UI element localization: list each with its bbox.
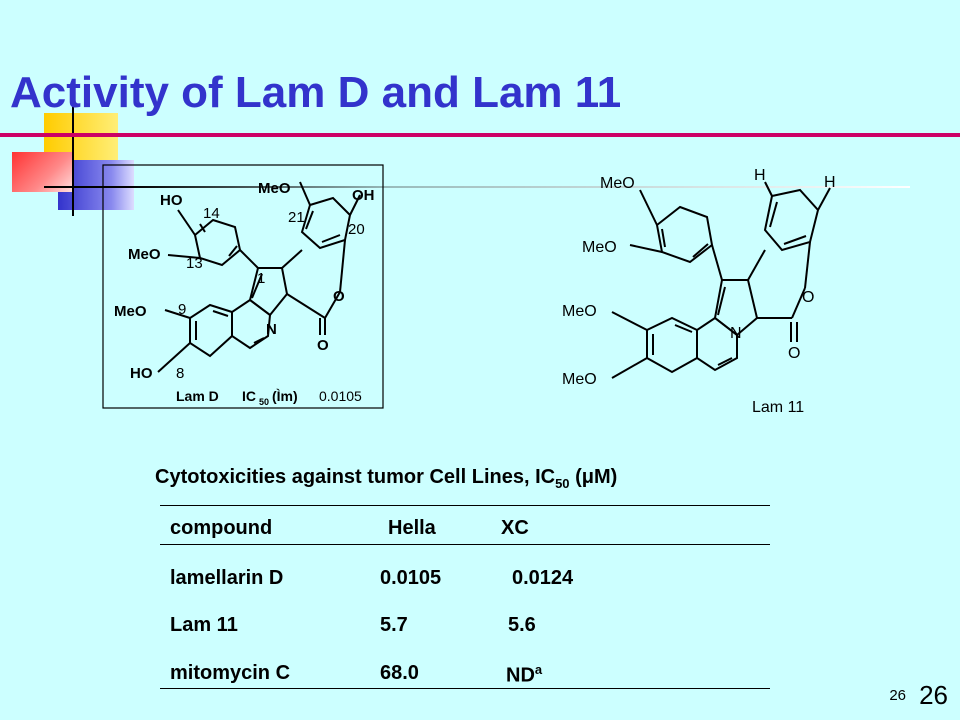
lamD-meo-top: MeO [258, 180, 291, 197]
lam11-label: Lam 11 [752, 399, 804, 416]
table-row-3-xc: NDa [506, 662, 542, 688]
deco-vertical-line [72, 98, 74, 216]
table-row-3-hella: 68.0 [380, 662, 419, 684]
lam11-n: N [730, 325, 742, 342]
lam11-h-a: H [754, 167, 766, 184]
table-caption: Cytotoxicities against tumor Cell Lines,… [155, 466, 617, 491]
page-number-small: 26 [889, 687, 906, 704]
lam11-benzo-ring [646, 316, 698, 374]
lamD-ic50-unit: (Ìm) [272, 388, 298, 404]
table-rule-bottom [160, 688, 770, 689]
lam11-pyrrole [713, 279, 759, 337]
lam11-meo-c: MeO [562, 303, 597, 320]
lam11-ring-o: O [802, 289, 814, 306]
slide-title: Activity of Lam D and Lam 11 [10, 68, 622, 117]
deco-square-red [12, 152, 72, 192]
lamD-ic50-sub: 50 [259, 397, 269, 407]
lamD-carbonyl-o: O [317, 337, 329, 354]
lamD-num-13: 13 [186, 255, 203, 272]
deco-horizontal-line [44, 186, 910, 188]
lamD-num-9: 9 [178, 301, 186, 318]
table-rule-header [160, 544, 770, 545]
lam11-aryl-ring [655, 205, 714, 264]
lam11-meo-b: MeO [582, 239, 617, 256]
lamD-num-14: 14 [203, 205, 220, 222]
lamD-num-21: 21 [288, 209, 305, 226]
table-header-hella: Hella [388, 517, 436, 539]
lamD-ho-top: HO [160, 192, 183, 209]
table-row-1-hella: 0.0105 [380, 567, 442, 589]
table-row-1-xc: 0.0124 [512, 567, 574, 589]
lam11-h-b: H [824, 174, 836, 191]
lam11-carbonyl-o: O [788, 345, 800, 362]
lam11-meo-a: MeO [600, 175, 635, 192]
page-number-large: 26 [919, 680, 948, 710]
caption-prefix: Cytotoxicities against tumor Cell Lines,… [155, 466, 556, 488]
lamD-ic50-text: IC [242, 388, 256, 404]
table-header-xc: XC [501, 517, 529, 539]
table-row-3-xc-footnote: a [534, 662, 543, 677]
lamD-num-1: 1 [257, 270, 265, 287]
title-underline-rule [0, 133, 960, 137]
caption-sub: 50 [555, 476, 570, 491]
table-header-compound: compound [170, 517, 273, 539]
lamD-label: Lam D [176, 388, 219, 404]
lamD-pyridine-ring [231, 298, 272, 350]
table-rule-top [160, 505, 770, 506]
lamD-ring-o: O [333, 288, 345, 305]
lamD-frame [102, 164, 384, 409]
table-row-1-compound: lamellarin D [170, 567, 284, 589]
table-row-3-compound: mitomycin C [170, 662, 291, 684]
table-row-2-compound: Lam 11 [170, 614, 238, 636]
lamD-oh-top: OH [352, 187, 375, 204]
table-row-2-hella: 5.7 [380, 614, 408, 636]
lamD-pyrrole [248, 267, 289, 317]
table-row-3-xc-value: ND [506, 664, 535, 687]
lamD-num-20: 20 [348, 221, 365, 238]
lamD-meo-left: MeO [128, 246, 161, 263]
lamD-num-8: 8 [176, 365, 184, 382]
lamD-ho-8: HO [130, 365, 153, 382]
table-row-2-xc: 5.6 [508, 614, 536, 636]
lamD-ic50-value: 0.0105 [319, 388, 362, 404]
lam11-meo-d: MeO [562, 371, 597, 388]
caption-unit: (μM) [575, 466, 618, 488]
lamD-n: N [266, 321, 277, 338]
lamD-meo-9: MeO [114, 303, 147, 320]
